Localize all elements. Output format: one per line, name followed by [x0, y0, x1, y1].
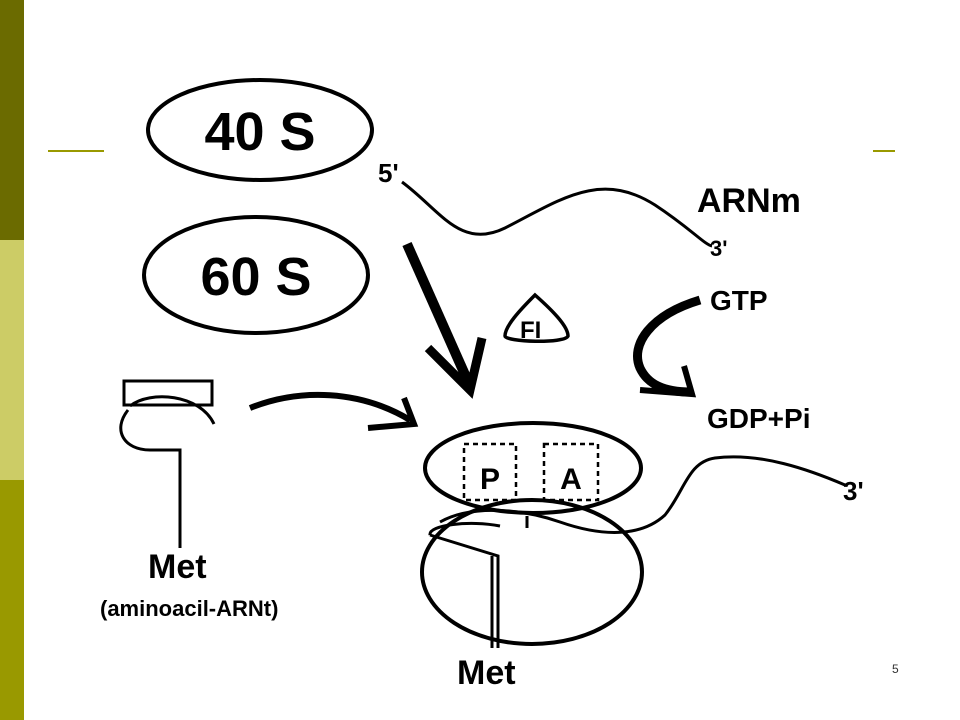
trna-binding-arrowhead: [367, 396, 419, 431]
mrna-3prime-label: 3': [710, 236, 727, 261]
trna-body: [119, 395, 216, 548]
page-number: 5: [892, 662, 899, 676]
title-rule-right: [873, 150, 895, 152]
subunit-40s-ellipse: [146, 78, 374, 182]
a-site-label: A: [560, 463, 582, 496]
assembly-arrow-head: [424, 336, 487, 399]
met-trna-label: Met: [148, 548, 207, 586]
p-site-label: P: [480, 463, 500, 496]
met-trna-note: (aminoacil-ARNt): [100, 596, 278, 621]
sidebar-band-top: [0, 0, 24, 240]
sidebar-band-bottom: [0, 480, 24, 720]
met-bound-label: Met: [457, 654, 516, 692]
bound-mrna-3prime-label: 3': [843, 476, 864, 506]
title-rule-left: [48, 150, 104, 152]
gtp-hydrolysis-arrowhead: [639, 365, 697, 398]
mrna-strand: [401, 180, 713, 248]
a-site-box: [542, 442, 600, 502]
trna-anticodon-box: [122, 379, 214, 407]
initiator-trna-in-ribosome: [428, 521, 501, 648]
gdp-pi-label: GDP+Pi: [707, 403, 810, 434]
initiation-factor-shape: [503, 292, 570, 344]
gtp-label: GTP: [710, 285, 768, 316]
mrna-5prime-label: 5': [378, 158, 399, 188]
ribosome-large-subunit: [420, 498, 644, 646]
mrna-label: ARNm: [697, 182, 801, 220]
subunit-60s-ellipse: [142, 215, 370, 335]
subunit-60s-label: 60 S: [200, 247, 311, 307]
sidebar-band-middle: [0, 240, 24, 480]
initiation-factor-label: FI: [520, 317, 541, 344]
gtp-hydrolysis-curve: [633, 295, 702, 397]
assembly-arrow-shaft: [402, 241, 475, 389]
subunit-40s-label: 40 S: [204, 102, 315, 162]
bound-mrna-strand: [439, 455, 846, 534]
trna-binding-arrow-curve: [248, 391, 412, 423]
